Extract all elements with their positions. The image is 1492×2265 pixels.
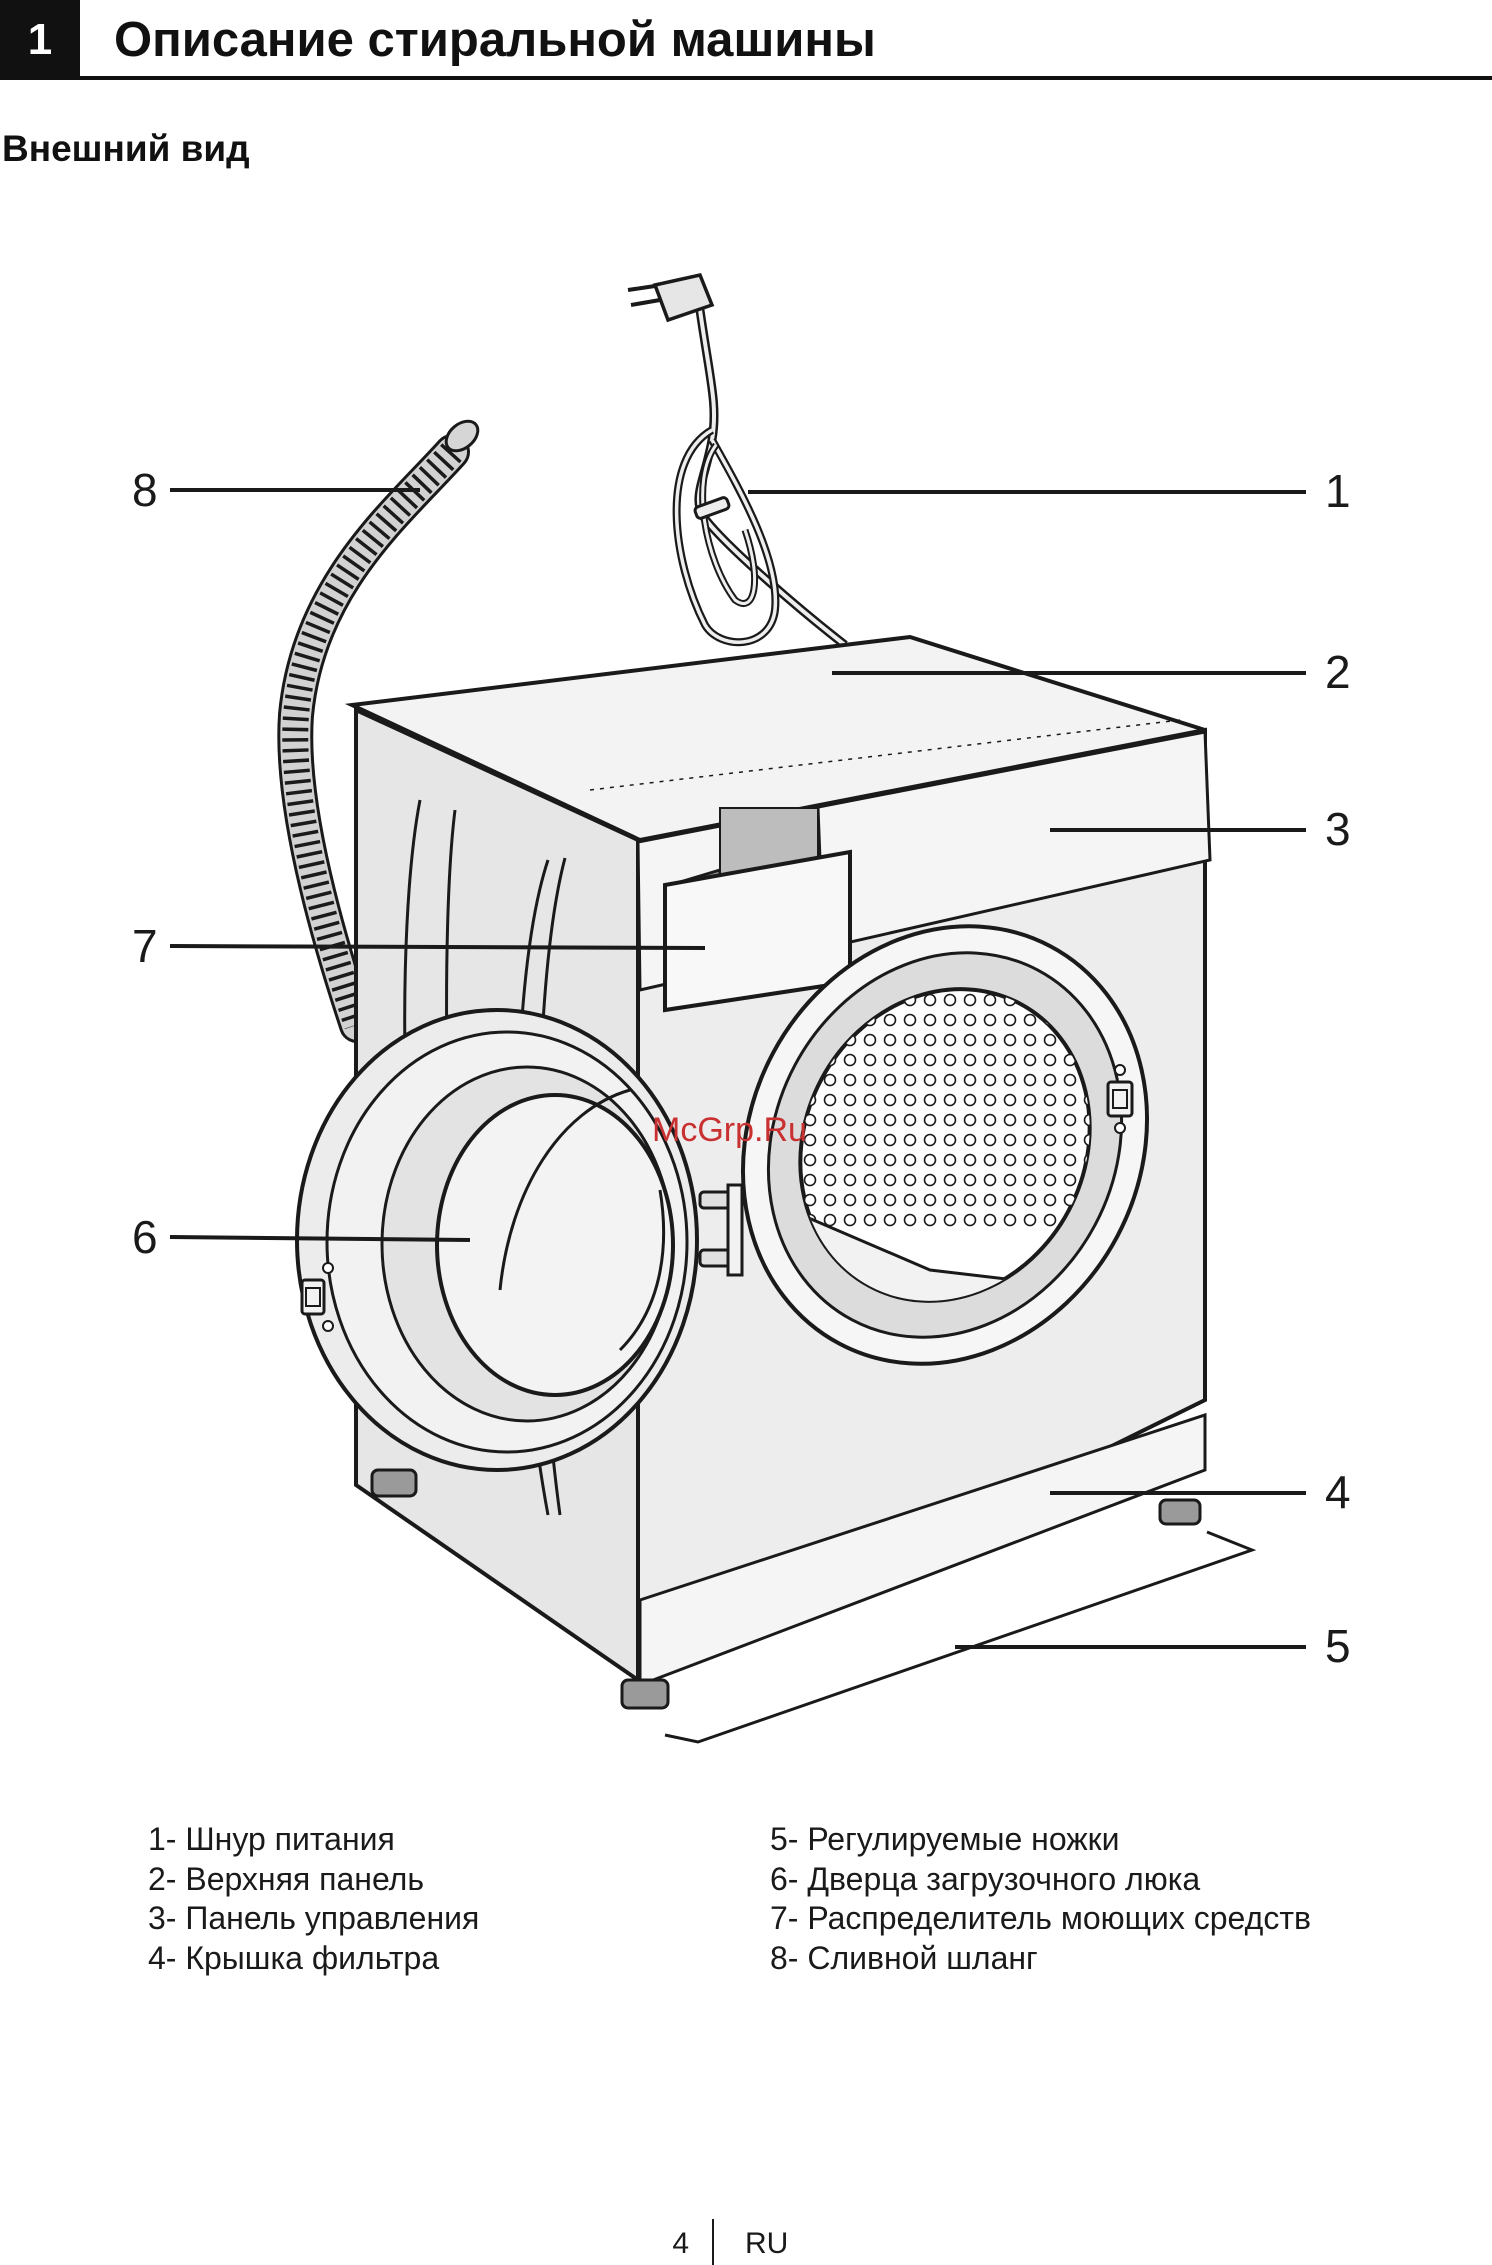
callout-2: 2 <box>1325 646 1351 698</box>
legend-item-1: 1- Шнур питания <box>148 1820 479 1860</box>
section-number-badge: 1 <box>0 0 80 80</box>
callout-3: 3 <box>1325 803 1351 855</box>
callout-4: 4 <box>1325 1466 1351 1518</box>
legend-item-2: 2- Верхняя панель <box>148 1860 479 1900</box>
header-bar: 1 Описание стиральной машины <box>0 0 1492 80</box>
page-number: 4 <box>672 2227 689 2261</box>
footer-divider <box>712 2219 714 2265</box>
section-subheading: Внешний вид <box>2 128 250 170</box>
legend-left-column: 1- Шнур питания 2- Верхняя панель 3- Пан… <box>148 1820 479 1978</box>
page-footer: 4 RU <box>0 2215 1492 2265</box>
legend-item-4: 4- Крышка фильтра <box>148 1939 479 1979</box>
power-cord <box>628 275 845 645</box>
washing-machine-diagram: 1 2 3 4 5 6 7 8 McGrp.Ru <box>0 230 1492 1770</box>
header-divider <box>80 76 1492 80</box>
callout-5: 5 <box>1325 1620 1351 1672</box>
legend-right-column: 5- Регулируемые ножки 6- Дверца загрузоч… <box>770 1820 1311 1978</box>
legend-item-5: 5- Регулируемые ножки <box>770 1820 1311 1860</box>
callout-8: 8 <box>132 464 158 516</box>
callout-6: 6 <box>132 1211 158 1263</box>
legend-item-3: 3- Панель управления <box>148 1899 479 1939</box>
legend-item-6: 6- Дверца загрузочного люка <box>770 1860 1311 1900</box>
page-title: Описание стиральной машины <box>114 10 876 70</box>
legend-item-8: 8- Сливной шланг <box>770 1939 1311 1979</box>
watermark-text: McGrp.Ru <box>652 1111 807 1149</box>
legend-item-7: 7- Распределитель моющих средств <box>770 1899 1311 1939</box>
callout-7: 7 <box>132 920 158 972</box>
callout-1: 1 <box>1325 465 1351 517</box>
language-code: RU <box>745 2227 788 2261</box>
